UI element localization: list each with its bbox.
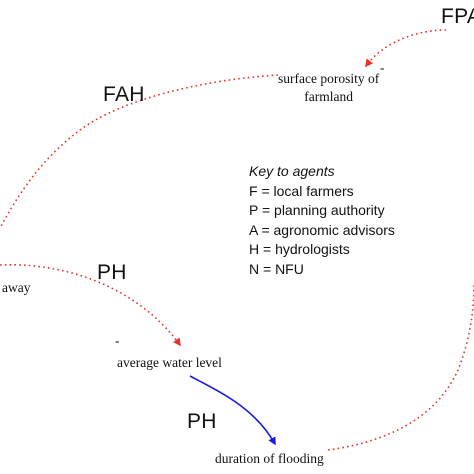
agent-label-ph-upper: PH	[97, 261, 127, 284]
node-surface-porosity-line-1: surface porosity of	[278, 71, 380, 86]
link-water-level-to-duration-of-flooding	[189, 375, 276, 446]
agent-label-ph-lower: PH	[187, 410, 217, 433]
agent-key-item-f: F = local farmers	[249, 182, 354, 199]
node-surface-porosity-line-2: farmland	[304, 89, 353, 104]
node-away: away	[2, 280, 31, 295]
link-surface-porosity-to-left	[0, 74, 279, 229]
agent-key: Key to agents F = local farmers P = plan…	[249, 162, 395, 279]
agent-key-title: Key to agents	[249, 163, 335, 179]
agent-key-item-p: P = planning authority	[249, 202, 385, 218]
link-duration-of-flooding-to-right	[327, 284, 474, 451]
node-average-water-level: average water level	[117, 355, 222, 370]
agent-key-item-h: H = hydrologists	[249, 241, 350, 257]
link-fpa-to-surface-porosity	[365, 29, 447, 68]
polarity-sign-water: -	[115, 333, 120, 348]
polarity-sign-surface: -	[380, 60, 385, 75]
node-duration-of-flooding: duration of flooding	[215, 451, 324, 466]
link-away-to-average-water-level	[0, 264, 181, 347]
agent-label-fpa: FPA	[441, 5, 474, 28]
agent-key-item-a: A = agronomic advisors	[249, 221, 395, 238]
node-surface-porosity: surface porosity of farmland	[278, 70, 379, 106]
agent-label-fah: FAH	[103, 83, 145, 106]
agent-key-item-n: N = NFU	[249, 260, 304, 277]
